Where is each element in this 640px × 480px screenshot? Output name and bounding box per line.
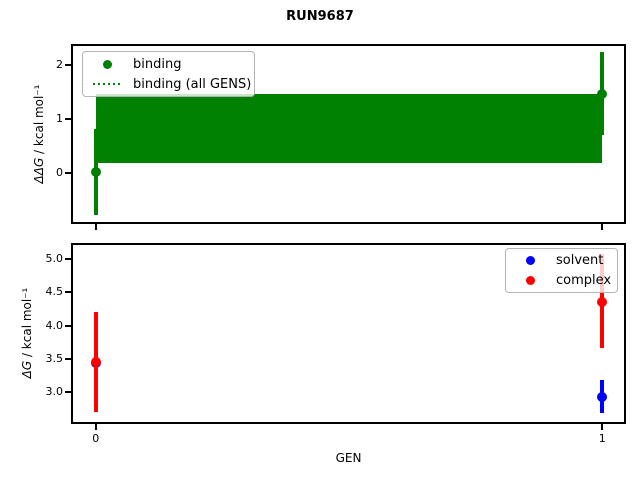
top-y-tick-label: 2: [56, 57, 63, 71]
complex-dot-icon: [525, 275, 535, 285]
confidence-band-binding-all-GENS-: [95, 93, 603, 163]
legend-entry: complex: [512, 273, 611, 288]
legend-label: complex: [556, 272, 612, 288]
legend-entry: binding (all GENS): [89, 76, 252, 92]
legend-label: binding: [133, 56, 182, 72]
bottom-y-tick-label: 4.0: [45, 318, 64, 332]
legend-sample: [89, 83, 125, 85]
legend-sample: [89, 59, 125, 69]
bottom-y-tick-label: 5.0: [45, 252, 64, 266]
solvent-dot-icon: [525, 256, 535, 266]
top-y-tick: [65, 117, 71, 120]
legend-label: solvent: [556, 253, 604, 269]
top-y-tick: [65, 63, 71, 66]
data-point-complex: [597, 297, 608, 308]
data-point-complex: [90, 357, 101, 367]
binding-dot-icon: [102, 59, 112, 69]
legend-sample: [512, 275, 548, 285]
legend-label: binding (all GENS): [133, 76, 252, 92]
bottom-y-tick-label: 4.5: [45, 285, 64, 299]
data-point-solvent: [597, 392, 608, 403]
top-y-tick: [65, 171, 71, 174]
bottom-x-tick: [601, 424, 604, 430]
bottom-y-tick-label: 3.0: [45, 384, 64, 398]
data-point-binding: [597, 88, 608, 99]
bottom-legend: solvent complex: [505, 248, 618, 293]
bottom-y-tick: [65, 324, 71, 327]
bottom-plot-area: [71, 243, 626, 424]
legend-entry: binding: [89, 57, 248, 72]
top-plot-area: [71, 44, 626, 224]
top-x-tick: [94, 224, 97, 230]
top-x-tick: [601, 224, 604, 230]
legend-entry: solvent: [512, 253, 611, 268]
bottom-y-tick: [65, 390, 71, 393]
plot-title: RUN9687: [286, 9, 354, 24]
x-axis-label: GEN: [335, 451, 362, 465]
binding (all GENS)-dotted-line-icon: [93, 83, 121, 85]
bottom-y-tick: [65, 357, 71, 360]
bottom-y-tick: [65, 258, 71, 261]
bottom-y-tick-label: 3.5: [45, 351, 64, 365]
bottom-x-tick-label: 1: [598, 432, 606, 445]
top-y-tick-label: 0: [56, 165, 63, 179]
bottom-y-tick: [65, 291, 71, 294]
data-point-binding: [90, 166, 101, 177]
bottom-x-tick: [94, 424, 97, 430]
top-y-tick-label: 1: [56, 111, 63, 125]
bottom-x-tick-label: 0: [92, 432, 100, 445]
legend-sample: [512, 256, 548, 266]
top-legend: binding binding (all GENS): [82, 51, 255, 97]
